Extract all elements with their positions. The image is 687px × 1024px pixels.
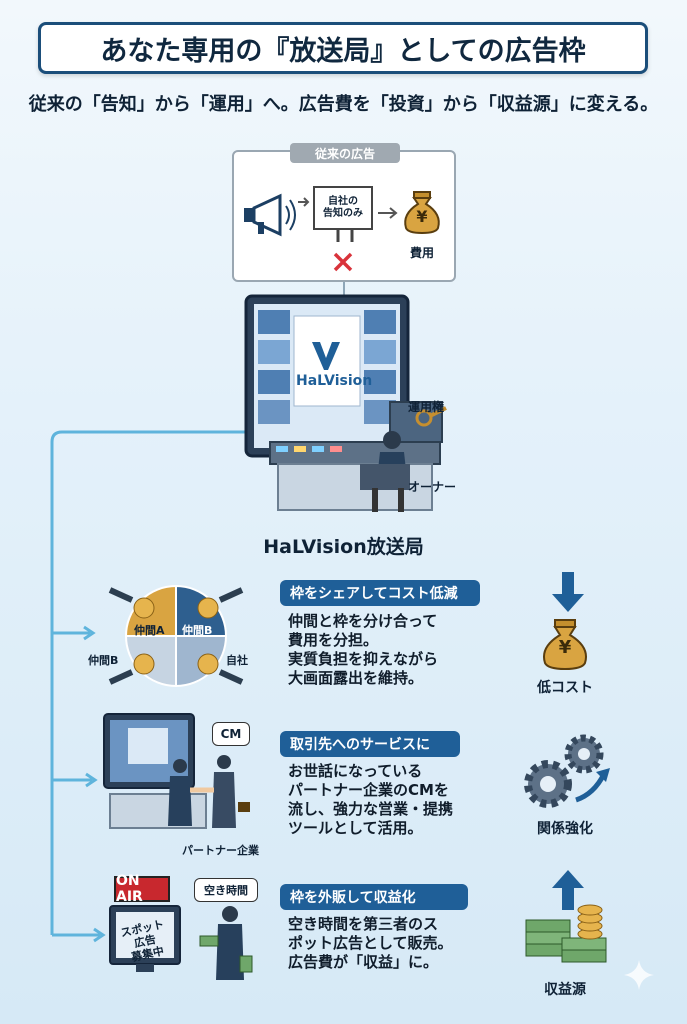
arrow-down-icon [552, 572, 584, 612]
section-heading-share: 枠をシェアしてコスト低減 [280, 580, 480, 606]
pie-label-a: 仲間A [134, 624, 165, 637]
arrow-head-icon [93, 927, 106, 943]
page-subtitle: 従来の「告知」から「運用」へ。広告費を「投資」から「収益源」に変える。 [28, 94, 659, 115]
billboard: 自社の 告知のみ [313, 186, 373, 230]
billboard-text: 自社の 告知のみ [323, 196, 363, 219]
cross-icon [333, 252, 353, 272]
money-bag-icon [543, 619, 587, 671]
owner-label: オーナー [408, 480, 457, 494]
arrow-right-icon [378, 207, 398, 219]
monitor-illustration [109, 905, 181, 972]
arrow-up-icon [552, 870, 584, 910]
businessman-illustration [199, 906, 253, 980]
section-heading-sale: 枠を外販して収益化 [280, 884, 468, 910]
section-description-share: 仲間と枠を分け合って 費用を分担。 実質負担を抑えながら 大画面露出を維持。 [288, 612, 439, 687]
icon-caption-service: 関係強化 [537, 821, 593, 837]
section-description-sale: 空き時間を第三者のス ポット広告として販売。 広告費が「収益」に。 [288, 915, 453, 971]
icon-caption-share: 低コスト [537, 680, 593, 696]
section-heading-service: 取引先へのサービスに [280, 731, 460, 757]
section-description-service: お世話になっている パートナー企業のCMを 流し、強力な営業・提携 ツールとして… [288, 762, 454, 837]
free-time-speech-bubble: 空き時間 [194, 878, 258, 902]
money-bag-icon [404, 191, 440, 234]
billboard-stand [336, 228, 354, 242]
branch-line [50, 430, 250, 935]
pie-label-b: 仲間B [182, 624, 213, 637]
station-name: HaLVision放送局 [263, 536, 424, 558]
pie-label-own: 自社 [226, 654, 248, 667]
yen-sign: ¥ [558, 637, 572, 658]
money-stack-icon [525, 904, 607, 963]
on-air-sign: ON AIR [114, 873, 170, 905]
share-pie-illustration [108, 584, 244, 688]
cm-speech-bubble: CM [212, 722, 250, 746]
icon-caption-sale: 収益源 [544, 982, 586, 998]
sparkle-icon [624, 960, 654, 990]
yen-sign: ¥ [416, 207, 428, 226]
screen-logo: HaLVision [296, 373, 373, 389]
gears-icon [524, 734, 610, 808]
broadcast-station-illustration [244, 294, 447, 512]
operation-rights-label: 運用権 [408, 400, 445, 414]
pie-label-b2: 仲間B [88, 654, 119, 667]
partner-handshake-illustration [103, 713, 250, 829]
partner-label: パートナー企業 [182, 844, 259, 857]
arrow-head-icon [83, 625, 96, 641]
megaphone-icon [244, 193, 296, 237]
arrow-head-icon [85, 772, 98, 788]
page-title: あなた専用の『放送局』としての広告枠 [38, 22, 648, 74]
arrow-right-icon [298, 197, 310, 207]
cost-label: 費用 [409, 246, 434, 260]
traditional-ad-label: 従来の広告 [290, 143, 400, 163]
